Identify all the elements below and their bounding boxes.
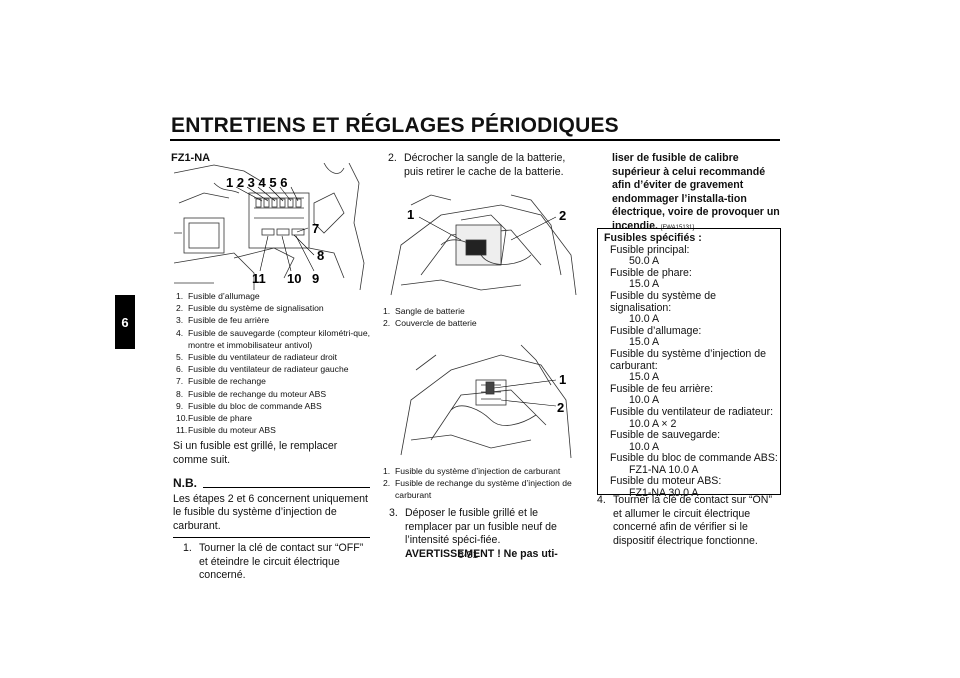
caption-item: 1.Sangle de batterie (383, 306, 465, 316)
caption-item: 1.Fusible du système d’injection de carb… (383, 466, 561, 476)
fuse-box-illustration: 1 2 3 4 5 6 7 8 9 10 11 (174, 163, 365, 290)
step-2: 2.Décrocher la sangle de la batterie, pu… (388, 152, 566, 178)
fig-callout-10: 10 (287, 271, 301, 286)
step-4: 4.Tourner la clé de contact sur “ON” et … (597, 494, 772, 547)
nb-rule (173, 537, 370, 538)
spec-line: Fusible de sauvegarde: (610, 429, 721, 442)
spec-line: Fusible du moteur ABS: (610, 475, 722, 488)
caption-item: 6.Fusible du ventilateur de radiateur ga… (176, 364, 349, 375)
fig-callouts-top: 1 2 3 4 5 6 (226, 175, 287, 190)
caption-item: 2.Fusible du système de signalisation (176, 303, 324, 314)
spec-value: 10.0 A (629, 440, 660, 453)
injection-fuse-illustration: 1 2 (400, 344, 572, 459)
column-1-text: Si un fusible est grillé, le remplacer c… (173, 440, 370, 583)
spec-title: Fusibles spécifiés : (604, 232, 702, 244)
nb-heading: N.B. (173, 476, 370, 491)
fig-callout-11: 11 (252, 271, 266, 286)
caption-item: 3.Fusible de feu arrière (176, 315, 270, 326)
fuse-box-figure: 1 2 3 4 5 6 7 8 9 10 11 (174, 163, 369, 290)
battery-figure: 1 2 (381, 185, 579, 303)
injection-caption-list: 1.Fusible du système d’injection de carb… (383, 465, 580, 502)
fig-callout-9: 9 (312, 271, 319, 286)
fig1-label-2: 2 (559, 208, 566, 223)
spec-line: Fusible du ventilateur de radiateur: (610, 405, 774, 418)
spec-value: 15.0 A (629, 336, 660, 349)
page-title: ENTRETIENS ET RÉGLAGES PÉRIODIQUES (171, 114, 619, 137)
fig-callout-8: 8 (317, 248, 324, 263)
spec-line: Fusible d’allumage: (610, 324, 702, 337)
spec-value: 10.0 A (629, 394, 660, 407)
spec-value: FZ1-NA 10.0 A (629, 463, 699, 476)
spec-line: carburant: (610, 359, 658, 372)
chapter-tab: 6 (115, 295, 135, 349)
caption-item: 11.Fusible du moteur ABS (176, 425, 276, 436)
intro-paragraph: Si un fusible est grillé, le remplacer c… (173, 440, 338, 466)
step-3-warning: AVERTISSEMENT ! Ne pas uti- (405, 547, 558, 560)
fuse-spec-box: Fusibles spécifiés : Fusible principal: … (597, 228, 781, 499)
caption-item: 2.Fusible de rechange du système d’injec… (383, 478, 572, 501)
injection-fuse-figure: 1 2 (381, 340, 579, 462)
fig1-label-1: 1 (407, 207, 414, 222)
caption-item: 5.Fusible du ventilateur de radiateur dr… (176, 352, 338, 363)
battery-caption-list: 1.Sangle de batterie 2.Couvercle de batt… (383, 305, 578, 329)
step-2-block: 2.Décrocher la sangle de la batterie, pu… (388, 152, 578, 179)
spec-value: 15.0 A (629, 278, 660, 291)
title-rule (170, 139, 780, 141)
spec-line: Fusible de feu arrière: (610, 382, 714, 395)
spec-line: Fusible de phare: (610, 266, 692, 279)
battery-illustration: 1 2 (390, 194, 577, 296)
page-number: 6-31 (458, 550, 479, 561)
spec-line: Fusible du bloc de commande ABS: (610, 452, 778, 465)
spec-value: 15.0 A (629, 371, 660, 384)
spec-line: Fusible principal: (610, 243, 690, 256)
nb-title: N.B. (173, 476, 197, 490)
spec-value: 10.0 A × 2 (629, 417, 677, 430)
step-3-block: 3. Déposer le fusible grillé et le rempl… (389, 507, 580, 561)
model-label: FZ1-NA (171, 152, 211, 164)
step-1: 1.Tourner la clé de contact sur “OFF” et… (183, 542, 364, 581)
caption-item: 8.Fusible de rechange du moteur ABS (176, 388, 327, 399)
caption-item: 9.Fusible du bloc de commande ABS (176, 400, 322, 411)
caption-item: 1.Fusible d’allumage (176, 291, 260, 301)
spec-line: Fusible du système d’injection de (610, 347, 767, 360)
spec-value: FZ1-NA 30.0 A (629, 487, 699, 500)
step-3: 3. Déposer le fusible grillé et le rempl… (389, 507, 558, 560)
fig2-label-1: 1 (559, 372, 566, 387)
fig-callout-7: 7 (312, 221, 319, 236)
fig2-label-2: 2 (557, 400, 564, 415)
spec-value: 50.0 A (629, 255, 660, 268)
caption-item: 10.Fusible de phare (176, 413, 253, 424)
caption-item: 2.Couvercle de batterie (383, 318, 477, 329)
column-1: FZ1-NA (171, 152, 369, 166)
step-3-text: Déposer le fusible grillé et le remplace… (405, 507, 557, 546)
warning-text: liser de fusible de calibre supérieur à … (612, 152, 780, 232)
fuse-caption-list: 1.Fusible d’allumage 2.Fusible du systèm… (176, 290, 370, 436)
spec-line: Fusible du système de signalisation: (610, 289, 716, 314)
warning-code: [FWA15131] (660, 224, 695, 231)
warning-block: liser de fusible de calibre supérieur à … (612, 152, 782, 235)
caption-item: 4.Fusible de sauvegarde (compteur kilomé… (176, 327, 370, 350)
caption-item: 7.Fusible de rechange (176, 376, 266, 387)
spec-value: 10.0 A (629, 313, 660, 326)
nb-text: Les étapes 2 et 6 concernent uniquement … (173, 492, 368, 532)
step-4-block: 4.Tourner la clé de contact sur “ON” et … (597, 494, 781, 548)
